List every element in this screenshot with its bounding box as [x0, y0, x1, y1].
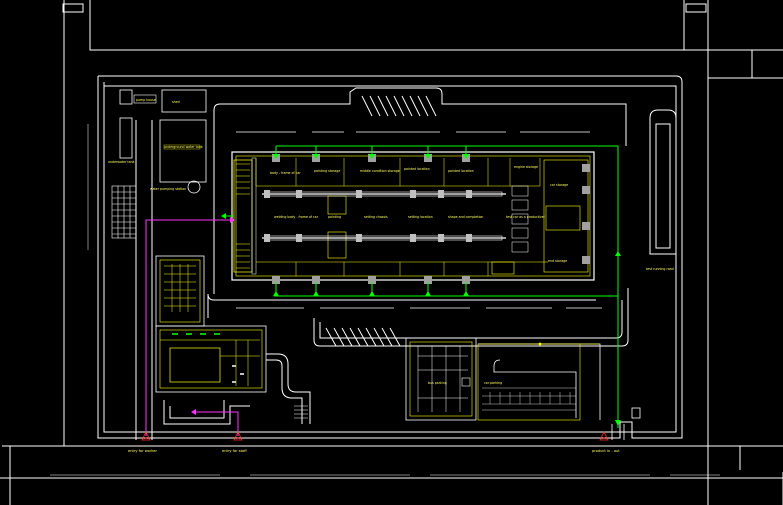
product-entry-marker	[599, 431, 609, 441]
painted-location2-label: painted location	[448, 169, 474, 173]
staff-path-arrowheads	[191, 217, 235, 415]
engine-storage-label: engine storage	[514, 165, 538, 169]
shape-completion-label: shape and completion	[448, 215, 483, 219]
car-storage-label: car storage	[550, 183, 568, 187]
entry-markers: entry for worker entry for staff product…	[128, 431, 620, 453]
pump-house	[119, 89, 133, 105]
product-out-label: product in - out	[592, 449, 620, 453]
painted-location-label: painted location	[404, 167, 430, 171]
bus-parking-area: bus parking	[405, 337, 477, 421]
pump-house-label: pump house	[136, 98, 156, 102]
assembly-stations	[264, 190, 472, 242]
staff-entry-road	[163, 353, 311, 425]
pump-and-tank-buildings: pump house shed underwater tank undergro…	[108, 89, 207, 194]
test-running-road-label: test running road	[646, 267, 674, 271]
setting-chassis-label: setting chassis	[364, 215, 388, 219]
underground-tank-label: underground water tank	[164, 145, 203, 149]
flow-arrowheads	[221, 154, 621, 426]
worker-entry-marker	[141, 431, 151, 441]
stair-block-bottom	[294, 405, 308, 419]
car-parking-label: car parking	[484, 381, 502, 385]
setting-location-label: setting location	[408, 215, 433, 219]
material-flow	[226, 145, 619, 428]
underwater-tank-label: underwater tank	[108, 160, 135, 164]
painting-label: painting	[328, 215, 341, 219]
inner-ring-road	[87, 75, 683, 439]
pumping-station-label: water pumping station	[150, 187, 186, 191]
end-storage-label: end storage	[548, 259, 567, 263]
hall-labels: body - frame of car painting storage mid…	[270, 165, 568, 263]
left-gate-block	[111, 120, 153, 440]
bottom-parking-bays	[325, 327, 401, 347]
staff-worker-paths	[145, 219, 239, 436]
product-gate	[611, 407, 641, 440]
middle-storage-label: middle condition storage	[360, 169, 400, 173]
north-gate-left	[62, 3, 84, 13]
loading-docks	[272, 154, 590, 284]
underground-water-tank	[159, 119, 207, 183]
top-parking-bays	[361, 95, 437, 117]
shed-label: shed	[172, 100, 180, 104]
test-car-label: test car as a productivel	[506, 215, 545, 219]
shed-building	[161, 89, 207, 113]
north-gate-right	[685, 3, 707, 13]
welding-body-label: welding body - frame of car	[274, 215, 319, 219]
painting-storage-label: painting storage	[314, 169, 340, 173]
office-canteen-complex	[155, 255, 267, 393]
car-parking-area: car parking	[477, 342, 601, 421]
body-frame-label: body - frame of car	[270, 171, 301, 175]
entry-worker-label: entry for worker	[128, 449, 158, 453]
staff-entry-marker	[233, 431, 243, 441]
bus-parking-label: bus parking	[428, 381, 447, 385]
entry-staff-label: entry for staff	[222, 449, 247, 453]
pumping-station-circle	[187, 180, 201, 194]
